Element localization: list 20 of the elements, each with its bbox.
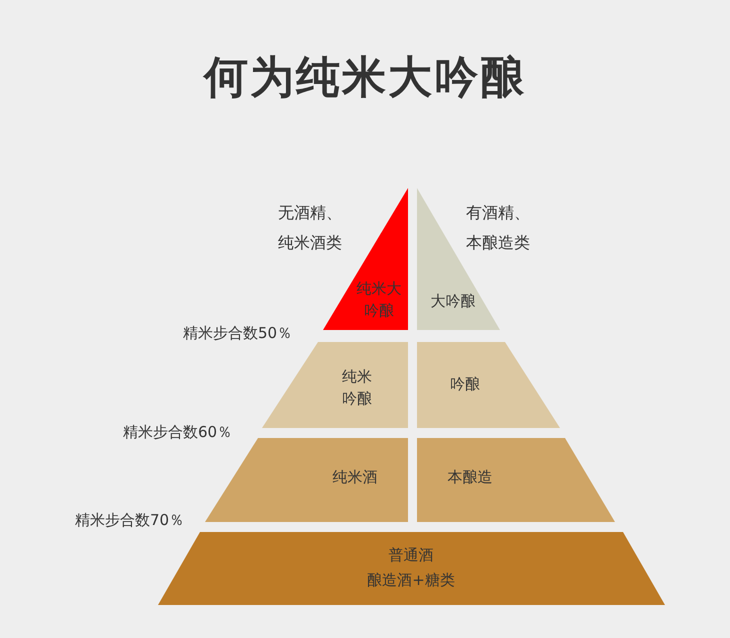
title: 何为纯米大吟酿 xyxy=(202,51,527,105)
pyramid-tier xyxy=(417,188,500,330)
tier-label: 吟酿 xyxy=(450,374,480,396)
polishing-ratio-label: 精米步合数60％ xyxy=(123,423,232,442)
tier-label: 普通酒 xyxy=(388,544,434,566)
tier-label: 纯米吟酿 xyxy=(341,366,373,409)
tier-label: 纯米大吟酿 xyxy=(356,278,402,321)
tier-label: 纯米酒 xyxy=(332,467,378,488)
category-note: 无酒精、纯米酒类 xyxy=(278,202,343,254)
tier-label: 大吟酿 xyxy=(430,291,476,312)
tier-label: 酿造酒+糖类 xyxy=(367,570,455,590)
pyramid-tier xyxy=(262,342,408,428)
pyramid-tier xyxy=(158,532,665,605)
tier-label: 本酿造 xyxy=(448,467,492,488)
pyramid-tier xyxy=(205,438,408,522)
category-note: 有酒精、本酿造类 xyxy=(466,202,531,254)
polishing-ratio-label: 精米步合数70％ xyxy=(75,511,184,530)
polishing-ratio-label: 精米步合数50％ xyxy=(183,324,292,343)
pyramid-tier xyxy=(417,438,615,522)
pyramid-tier xyxy=(417,342,560,428)
